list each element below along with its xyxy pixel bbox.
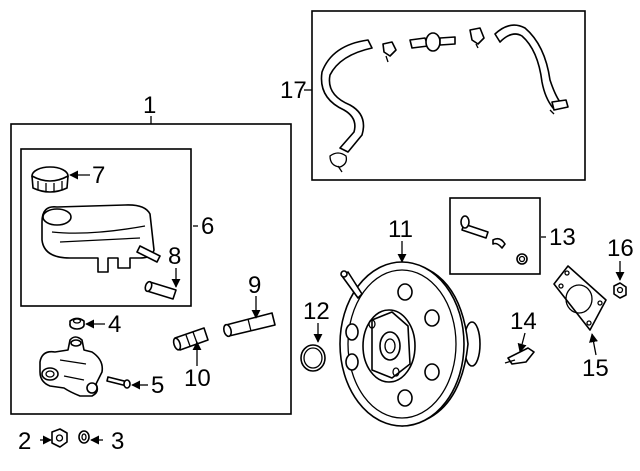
master-cylinder-icon <box>39 336 104 397</box>
callout-15: 15 <box>582 355 609 382</box>
reservoir-group-frame <box>20 148 192 307</box>
callout-9: 9 <box>248 272 261 299</box>
callout-1: 1 <box>143 92 156 119</box>
bolt-icon <box>106 376 131 389</box>
check-valve-group-frame <box>449 197 541 275</box>
reservoir-icon <box>41 204 161 273</box>
callout-12: 12 <box>303 298 330 325</box>
gasket-icon <box>553 265 607 331</box>
callout-16: 16 <box>607 235 634 262</box>
callout-10: 10 <box>184 365 211 392</box>
check-valve-icon <box>460 215 528 265</box>
connector-icon <box>172 327 209 351</box>
flange-nut-icon <box>613 282 627 299</box>
reservoir-cap-icon <box>31 166 69 193</box>
callout-6: 6 <box>201 213 214 240</box>
o-ring-icon <box>300 344 326 372</box>
callout-5: 5 <box>151 372 164 399</box>
callout-3: 3 <box>111 428 124 455</box>
nut-icon <box>51 428 68 448</box>
callout-8: 8 <box>168 243 181 270</box>
sleeve-icon <box>222 312 276 338</box>
clip-icon <box>504 347 535 365</box>
washer-icon <box>78 430 90 444</box>
callout-14: 14 <box>510 308 537 335</box>
callout-17: 17 <box>280 77 307 104</box>
grommet-icon <box>69 317 85 330</box>
callout-13: 13 <box>549 224 576 251</box>
reservoir-pin-icon <box>144 280 177 300</box>
callout-11: 11 <box>388 216 413 243</box>
vacuum-hose-icon <box>320 24 569 173</box>
callout-2: 2 <box>18 428 31 455</box>
vacuum-hose-group-frame <box>311 10 586 181</box>
callout-7: 7 <box>92 162 105 189</box>
callout-4: 4 <box>108 311 121 338</box>
brake-booster-icon <box>339 261 481 427</box>
